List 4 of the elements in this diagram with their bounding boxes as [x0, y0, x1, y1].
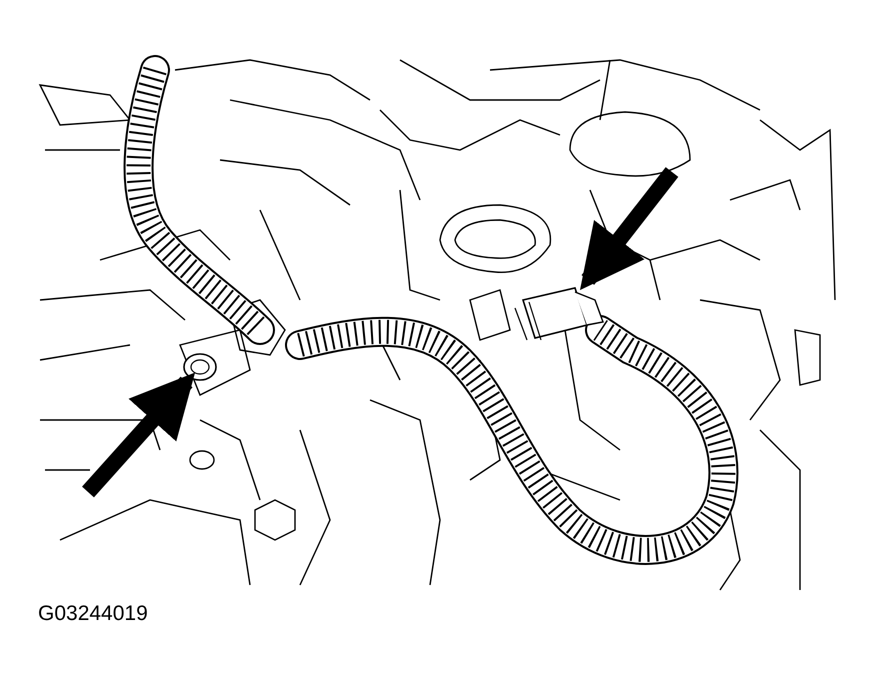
figure-code: G03244019: [38, 602, 148, 626]
pointer-arrow: [82, 372, 196, 498]
bolt-hole-drawing: [182, 352, 218, 382]
pointer-arrow: [580, 167, 678, 290]
